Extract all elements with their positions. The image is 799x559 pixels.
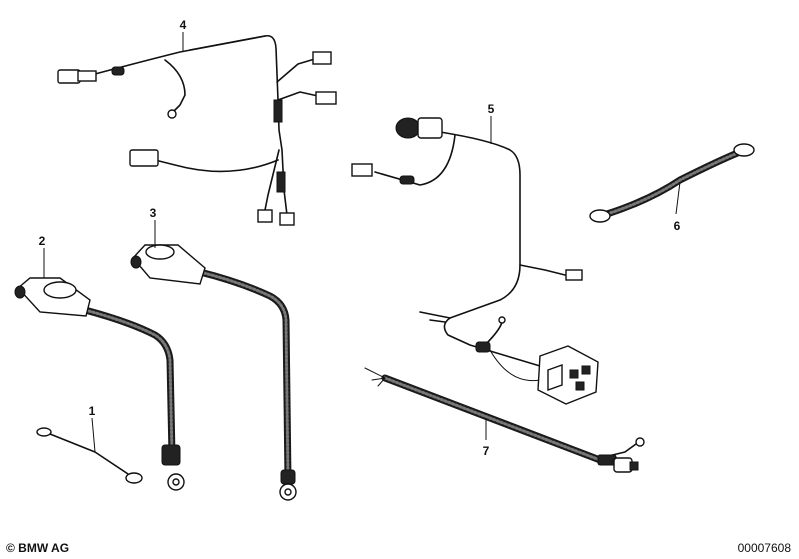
callout-4[interactable]: 4 (180, 18, 187, 32)
wiring-harness-part-4[interactable] (57, 34, 337, 226)
callout-1[interactable]: 1 (89, 404, 96, 418)
battery-cable-part-2[interactable] (14, 277, 185, 491)
drawing-number: 00007608 (737, 541, 791, 555)
leader-lines (43, 32, 681, 453)
callout-7[interactable]: 7 (483, 444, 490, 458)
callout-3[interactable]: 3 (150, 206, 157, 220)
cable-part-7[interactable] (364, 367, 645, 473)
copyright-text: © BMW AG (6, 541, 70, 555)
callout-5[interactable]: 5 (488, 102, 495, 116)
wiring-harness-part-5[interactable] (351, 117, 599, 405)
callout-numbers: 4 2 3 1 5 6 7 (39, 18, 681, 458)
callout-2[interactable]: 2 (39, 234, 46, 248)
ground-wire-part-1[interactable] (36, 427, 143, 484)
callout-6[interactable]: 6 (674, 219, 681, 233)
battery-cable-part-3[interactable] (130, 244, 297, 501)
ground-strap-part-6[interactable] (589, 143, 755, 223)
